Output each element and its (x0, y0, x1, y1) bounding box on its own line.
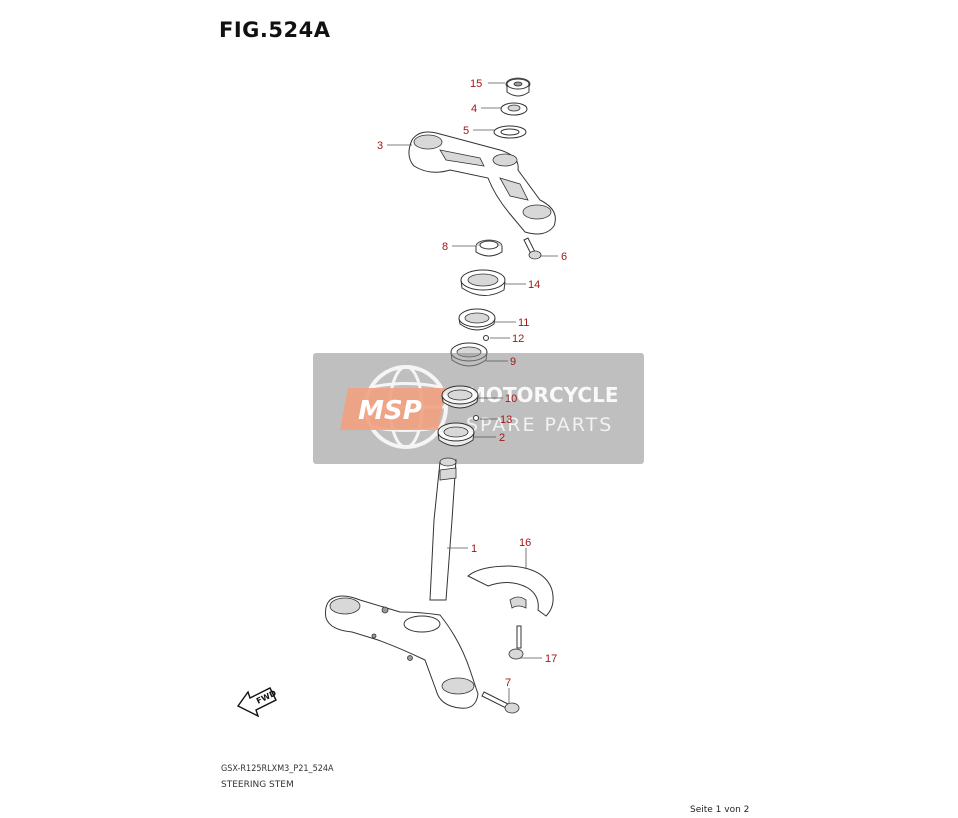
callout-16[interactable]: 16 (519, 537, 531, 568)
callout-label: 16 (519, 537, 531, 549)
watermark-brand-line2: SPARE PARTS (466, 414, 613, 436)
fwd-arrow-icon: FWD (236, 687, 278, 718)
callout-label: 2 (499, 432, 505, 444)
section-name: STEERING STEM (221, 780, 294, 790)
callout-12[interactable]: 12 (490, 333, 524, 345)
model-code: GSX-R125RLXM3_P21_524A (221, 764, 334, 774)
part-1-steering-stem[interactable] (325, 457, 479, 709)
figure-title: FIG.524A (219, 18, 331, 42)
callout-label: 15 (470, 78, 482, 90)
callout-14[interactable]: 14 (504, 279, 540, 291)
callout-4[interactable]: 4 (471, 103, 502, 115)
callout-label: 8 (442, 241, 448, 253)
part-7-bolt[interactable] (481, 691, 520, 714)
callout-5[interactable]: 5 (463, 125, 494, 137)
callout-9[interactable]: 9 (486, 356, 516, 368)
part-14-dust-seal[interactable] (460, 269, 506, 296)
callout-label: 5 (463, 125, 469, 137)
callout-label: 17 (545, 653, 557, 665)
callout-7[interactable]: 7 (505, 677, 511, 703)
part-17-bolt[interactable] (508, 625, 524, 660)
part-16-cover[interactable] (467, 565, 554, 617)
watermark-panel: MSP MOTORCYCLE SPARE PARTS (313, 353, 644, 464)
callout-label: 11 (518, 317, 529, 329)
part-3-upper-bracket[interactable] (408, 131, 556, 235)
callout-label: 7 (505, 677, 511, 689)
msp-logo-badge (340, 388, 446, 430)
part-13-ball[interactable] (473, 415, 479, 421)
callout-13[interactable]: 13 (480, 414, 512, 426)
callout-label: 4 (471, 103, 477, 115)
callout-label: 9 (510, 356, 516, 368)
part-2-bearing-race[interactable] (437, 422, 475, 447)
callout-label: 1 (471, 543, 477, 555)
watermark-logo-text: MSP (358, 396, 422, 426)
callout-label: 10 (505, 393, 517, 405)
callout-label: 3 (377, 140, 383, 152)
callout-label: 13 (500, 414, 512, 426)
part-10-bearing-race[interactable] (441, 385, 479, 409)
callout-label: 14 (528, 279, 540, 291)
callout-10[interactable]: 10 (477, 393, 517, 405)
callout-17[interactable]: 17 (520, 653, 557, 665)
callout-label: 6 (561, 251, 567, 263)
callout-1[interactable]: 1 (447, 543, 477, 555)
part-5-washer[interactable] (493, 125, 527, 139)
callout-6[interactable]: 6 (540, 251, 567, 263)
callout-11[interactable]: 11 (494, 317, 529, 329)
callout-2[interactable]: 2 (473, 432, 505, 444)
callout-label: 12 (512, 333, 524, 345)
callout-8[interactable]: 8 (442, 241, 476, 253)
page-indicator: Seite 1 von 2 (690, 805, 750, 815)
part-6-bolt[interactable] (523, 237, 542, 260)
part-4-washer[interactable] (500, 102, 528, 116)
part-8-nut[interactable] (475, 239, 503, 257)
watermark-brand-line1: MOTORCYCLE (466, 383, 618, 407)
callout-15[interactable]: 15 (470, 78, 505, 90)
callout-3[interactable]: 3 (377, 140, 412, 152)
part-12-ball[interactable] (483, 335, 489, 341)
part-15-nut[interactable] (505, 77, 531, 97)
part-11-bearing-race[interactable] (458, 308, 496, 331)
